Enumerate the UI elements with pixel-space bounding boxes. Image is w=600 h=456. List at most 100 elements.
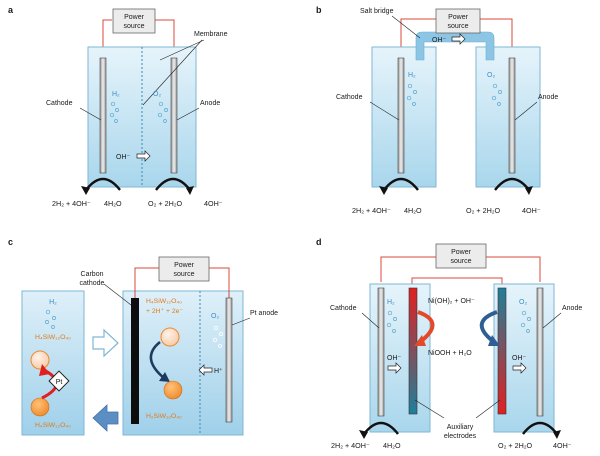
panel-b-o2-bubbles [491, 83, 502, 106]
panel-b-cathode-pointer [369, 101, 400, 121]
panel-a: a Power source Membrane Cathode Anode H₂… [8, 5, 228, 208]
panel-a-membrane-pointer [142, 39, 203, 106]
panel-d-power-source [435, 243, 487, 269]
panel-c-wire-left [134, 267, 159, 300]
panel-d-nickel-bottom-label: NiOOH + H₂O [428, 350, 472, 357]
panel-c-wire-right [209, 267, 230, 300]
panel-d-h2-label: H₂ [387, 299, 395, 306]
panel-c-left-light-ball [30, 350, 50, 370]
panel-a-eq-left-a: 2H₂ + 4OH⁻ [52, 199, 91, 208]
panel-a-left-reaction-arrowhead [81, 186, 90, 195]
panel-a-right-reaction-arrow [155, 177, 191, 191]
panel-a-anode-pointer [176, 107, 200, 121]
panel-c-left-orange-ball [30, 397, 50, 417]
panel-b-cathode-rod [397, 57, 405, 174]
panel-b-right-reaction-arrowhead [525, 186, 533, 195]
panel-b-left-reaction-arrowhead [379, 186, 388, 195]
panel-d-right-reaction-arrow [522, 421, 558, 435]
panel-b-ion-arrow [451, 33, 466, 45]
panel-b-anode-label: Anode [538, 94, 558, 101]
panel-c-pt-label: Pt [56, 379, 63, 386]
panel-d-aux-electrode-left [408, 287, 418, 415]
panel-b-eq-left-b: 4H₂O [404, 206, 422, 215]
panel-a-membrane-pointer-2 [159, 39, 205, 61]
panel-c-proton-arrow [198, 364, 213, 376]
panel-a-h2-bubbles [109, 101, 119, 123]
panel-a-o2-bubbles [157, 101, 168, 123]
panel-d-anode-pointer [542, 312, 562, 329]
panel-c: c H₂ H₄SiW₁₂O₄₀ Pt H₄SiW₁₂O₄₀ Power sour… [8, 237, 278, 436]
panel-c-reduced-label-1: H₄SiW₁₂O₄₀ [146, 298, 182, 305]
panel-d-left-reaction-arrow [363, 421, 399, 435]
panel-c-o2-label: O₂ [211, 313, 219, 320]
panel-c-left-red-arrowhead [39, 364, 50, 376]
panel-c-proton-label: H⁺ [214, 367, 223, 375]
panel-c-carbon-label-1: Carbon [81, 271, 104, 278]
panel-a-power-source [112, 8, 156, 34]
panel-b-power-label-2: source [447, 23, 468, 30]
panel-d-anode-label: Anode [562, 305, 582, 312]
panel-d-aux-pointer-right [475, 399, 501, 419]
panel-d-o2-label: O₂ [519, 299, 527, 306]
panel-d-aux-label-2: electrodes [444, 433, 477, 440]
panel-b-o2-label: O₂ [487, 72, 495, 79]
panel-d-o2-bubbles [520, 310, 531, 333]
panel-c-o2-bubbles [212, 325, 223, 348]
panel-b-right-reaction-arrow [494, 177, 530, 191]
panel-d-left-reaction-arrowhead [359, 430, 368, 439]
panel-c-pt-anode-pointer [231, 317, 251, 326]
panel-b-h2-label: H₂ [408, 72, 416, 79]
panel-a-eq-right-b: 4OH⁻ [204, 199, 223, 208]
panel-a-right-reaction-arrowhead [186, 186, 194, 195]
panel-c-main-dark-arrowhead [159, 372, 170, 382]
panel-b-letter: b [316, 5, 322, 15]
panel-d-ion-right-arrow [512, 362, 527, 374]
panel-d-nickel-top-label: Ni(OH)₂ + OH⁻ [428, 298, 475, 305]
panel-c-carbon-label-2: cathode [80, 280, 105, 287]
panel-d-blue-curve-arrowhead [488, 335, 500, 346]
panel-d-wire-inner [411, 277, 503, 288]
panel-d-wire-right-outer [486, 256, 541, 282]
panel-c-left-bottom-label: H₄SiW₁₂O₄₀ [35, 422, 71, 429]
panel-a-power-label-2: source [123, 23, 144, 30]
panel-c-reduced-label-2: + 2H⁺ + 2e⁻ [146, 308, 183, 315]
panel-c-main-orange-ball [163, 380, 183, 400]
panel-c-left-top-label: H₄SiW₁₂O₄₀ [35, 334, 71, 341]
panel-c-power-source [158, 256, 210, 282]
panel-d-power-label-1: Power [451, 249, 472, 256]
panel-c-pt-anode-label: Pt anode [250, 310, 278, 317]
panel-a-cathode-pointer [79, 107, 102, 121]
panel-c-power-label-2: source [173, 271, 194, 278]
panel-c-left-h2-bubbles [45, 309, 56, 329]
panel-d-eq-right-b: 4OH⁻ [553, 441, 572, 450]
panel-c-oxidized-label: H₂SiW₁₂O₄₀ [146, 413, 182, 420]
panel-c-main-light-ball [160, 327, 180, 347]
panel-c-letter: c [8, 237, 13, 247]
panel-b-wire-left [400, 18, 437, 60]
panel-b-salt-bridge [415, 31, 495, 61]
panel-d-letter: d [316, 237, 322, 247]
panel-d-h2-bubbles [386, 310, 397, 333]
panel-b-wire-right [479, 18, 513, 60]
panel-d-aux-electrode-right [497, 287, 507, 415]
panel-d-eq-right-a: O₂ + 2H₂O [498, 441, 533, 450]
panel-d-power-label-2: source [450, 258, 471, 265]
panel-b-anode-rod [508, 57, 516, 174]
panel-b-left-reaction-arrow [383, 177, 419, 191]
panel-a-letter: a [8, 5, 14, 15]
panel-c-main-tank [122, 290, 244, 436]
panel-d-ion-left-arrow [387, 362, 402, 374]
panel-d-aux-label-1: Auxiliary [447, 424, 474, 431]
panel-b-eq-right-a: O₂ + 2H₂O [466, 206, 501, 215]
panel-d-red-curve-arrowhead [414, 335, 426, 346]
panel-b-eq-left-a: 2H₂ + 4OH⁻ [352, 206, 391, 215]
panel-c-carbon-cathode [131, 298, 139, 424]
panel-b-eq-right-b: 4OH⁻ [522, 206, 541, 215]
panel-d-cathode-rod [377, 287, 385, 417]
panel-a-eq-right-a: O₂ + 2H₂O [148, 199, 183, 208]
panel-a-ion-label: OH⁻ [116, 154, 131, 161]
panel-d-cathode-pointer [361, 312, 380, 329]
panel-c-left-h2-label: H₂ [49, 299, 57, 306]
panel-b-power-source [435, 8, 481, 34]
